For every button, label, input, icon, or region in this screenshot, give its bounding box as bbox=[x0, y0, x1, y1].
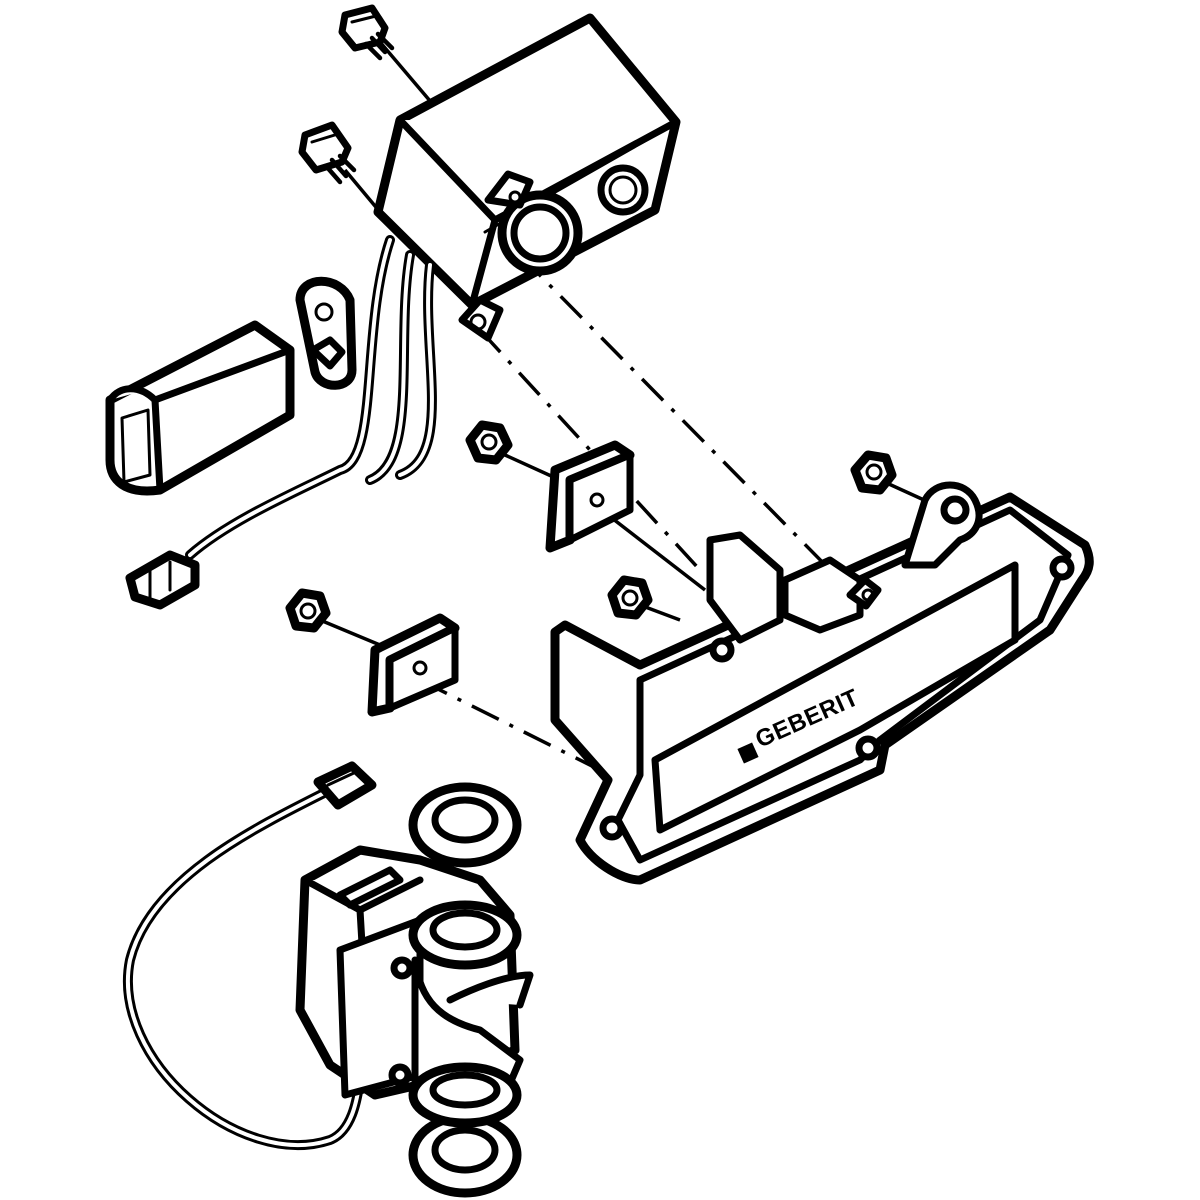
sensor-cables bbox=[185, 235, 437, 560]
mounting-plate-upper bbox=[545, 440, 635, 553]
solenoid-valve bbox=[123, 761, 534, 1150]
dashdot-line-bolt bbox=[478, 328, 702, 572]
cable-clip bbox=[295, 276, 357, 390]
hex-nut-1 bbox=[465, 420, 513, 465]
hex-nut-2 bbox=[850, 450, 897, 495]
connector-plug-left bbox=[125, 550, 200, 610]
battery-pack bbox=[105, 320, 295, 496]
brand-logo-mark bbox=[737, 742, 759, 764]
hex-nut-4 bbox=[285, 588, 331, 633]
hex-nut-3 bbox=[607, 575, 653, 620]
screw-middle bbox=[298, 121, 357, 185]
mounting-plate-lower bbox=[367, 613, 460, 717]
chassis-frame: GEBERIT bbox=[550, 481, 1094, 885]
screw-top bbox=[338, 4, 395, 61]
sensor-module-box bbox=[373, 13, 681, 342]
nut-axis-line-5 bbox=[319, 618, 381, 647]
dashdot-line-module bbox=[518, 253, 842, 582]
seal-ring-bottom bbox=[408, 1112, 522, 1198]
dashdot-line-lower bbox=[419, 678, 601, 772]
seal-ring-top bbox=[408, 782, 522, 868]
